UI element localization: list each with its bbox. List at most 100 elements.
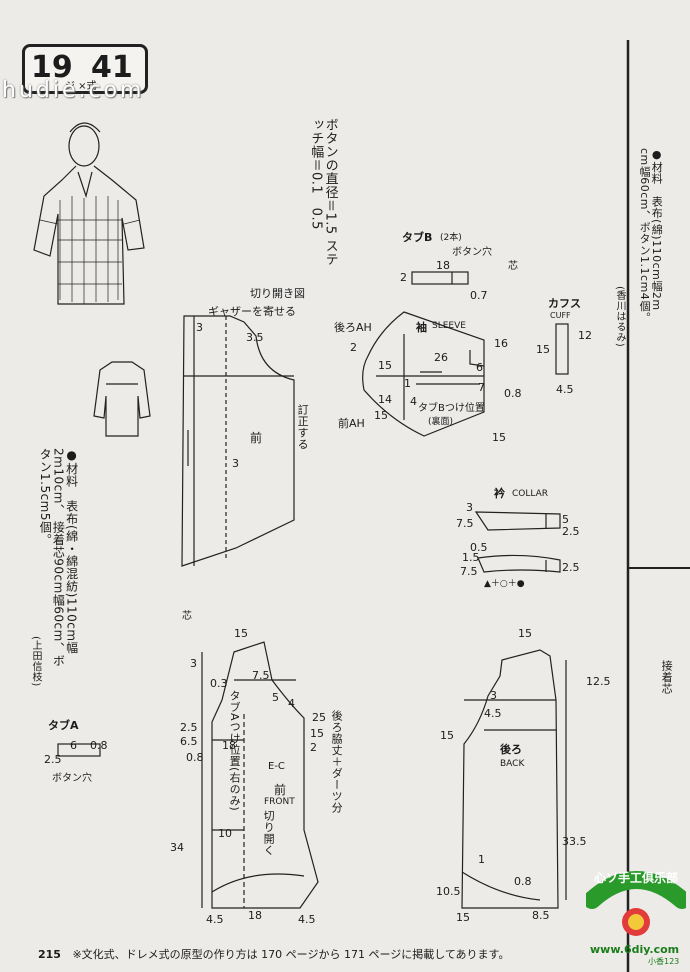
footer: 215 ※文化式、ドレメ式の原型の作り方は 170 ページから 171 ページに… bbox=[38, 946, 509, 962]
side-mark: E-C bbox=[268, 761, 285, 772]
dim: 2.5 bbox=[180, 721, 198, 734]
dim: 1 bbox=[478, 853, 485, 866]
footer-note: ※文化式、ドレメ式の原型の作り方は 170 ページから 171 ページに掲載して… bbox=[72, 948, 510, 961]
dim: 26 bbox=[434, 351, 448, 364]
cuff-label-en: CUFF bbox=[550, 311, 571, 320]
tab-a-position-label: タブAつけ位置(右のみ) bbox=[228, 690, 242, 812]
front-armhole-label: 前AH bbox=[338, 417, 365, 430]
sleeve-label: 袖 bbox=[416, 321, 427, 334]
button-hole-label: ボタン穴 bbox=[452, 247, 492, 258]
logo-chars: 心ソ手工俱乐部 bbox=[594, 871, 679, 885]
dim: 0.7 bbox=[470, 289, 488, 302]
watermark-text: hudie.com bbox=[2, 78, 145, 103]
dim: 15 bbox=[492, 431, 506, 444]
materials-note: ●材料 表布(綿・綿混紡)110cm幅2m10cm、 接着芯90cm幅60cm、… bbox=[38, 448, 79, 667]
dim: 0.8 bbox=[186, 751, 204, 764]
dim: 15 bbox=[378, 359, 392, 372]
dim: 3.5 bbox=[246, 331, 264, 344]
dim: 7.5 bbox=[460, 565, 478, 578]
slash-open-label: 切り開く bbox=[262, 810, 276, 856]
dim: 15 bbox=[234, 627, 248, 640]
dim: 10 bbox=[218, 827, 232, 840]
dim: 4.5 bbox=[206, 913, 224, 926]
tab-b-position-sub: (裏面) bbox=[428, 417, 454, 427]
back-side-label: 後ろ脇丈＋ダーツ分 bbox=[330, 710, 344, 814]
dim: 12.5 bbox=[586, 675, 611, 688]
back-armhole-label: 後ろAH bbox=[334, 321, 372, 334]
back-bodice-label: 後ろ bbox=[500, 743, 522, 756]
dim: 10.5 bbox=[436, 885, 461, 898]
dim: 2.5 bbox=[562, 561, 580, 574]
dim: 1 bbox=[404, 377, 411, 390]
tab-a-title: タブA bbox=[48, 719, 79, 732]
tab-a-pattern bbox=[57, 743, 101, 757]
dim: 7.5 bbox=[456, 517, 474, 530]
logo-site: www.6diy.com bbox=[590, 943, 680, 956]
dim: 33.5 bbox=[562, 835, 587, 848]
sleeve-label-en: SLEEVE bbox=[432, 321, 466, 331]
dim: 3 bbox=[232, 457, 239, 470]
logo-graphic bbox=[583, 871, 690, 936]
site-logo: 心ソ手工俱乐部 www.6diy.com 小香123 bbox=[583, 860, 690, 968]
tab-b-position-label: タブBつけ位置 bbox=[418, 403, 485, 414]
gather-label: ギャザーを寄せる bbox=[208, 305, 296, 318]
dim: 0.8 bbox=[90, 739, 108, 752]
dim: 2 bbox=[400, 271, 407, 284]
sleeve-pattern bbox=[362, 311, 485, 437]
front-slash-pattern bbox=[181, 315, 295, 567]
dim: 4.5 bbox=[298, 913, 316, 926]
dim: 15 bbox=[440, 729, 454, 742]
front-bodice-label: 前 bbox=[274, 783, 287, 797]
dim: 4 bbox=[410, 395, 417, 408]
dim: 5 bbox=[562, 513, 569, 526]
collar-pattern bbox=[474, 511, 561, 573]
badge-number-right: 41 bbox=[91, 50, 133, 85]
tab-b-pattern bbox=[411, 271, 469, 285]
correct-label: 訂正する bbox=[296, 404, 310, 450]
dim: 15 bbox=[310, 727, 324, 740]
dim: 3 bbox=[190, 657, 197, 670]
right-credit: (香川はるみ) bbox=[614, 286, 625, 348]
front-bodice-pattern bbox=[201, 641, 319, 909]
dim: 0.3 bbox=[210, 677, 228, 690]
slash-title: 切り開き図 bbox=[250, 287, 305, 300]
dim: 3 bbox=[490, 689, 497, 702]
cuff-pattern bbox=[555, 323, 569, 375]
dim: 15 bbox=[536, 343, 550, 356]
dim: 34 bbox=[170, 841, 184, 854]
pattern-number-badge: 19 41 ジ ×式 bbox=[22, 44, 148, 94]
dim: 15 bbox=[518, 627, 532, 640]
collar-mark: ▲＋○＋● bbox=[484, 579, 525, 589]
dim: 18 bbox=[222, 739, 236, 752]
dim: 2 bbox=[350, 341, 357, 354]
dim: 12 bbox=[578, 329, 592, 342]
dim: 2 bbox=[310, 741, 317, 754]
dim: 0.5 bbox=[470, 541, 488, 554]
collar-label: 衿 bbox=[494, 487, 505, 500]
dim: 7.5 bbox=[252, 669, 270, 682]
right-materials-note: ●材料 表布(綿)110cm幅2m cm幅60cm、ボタン1.1cm4個。 bbox=[638, 148, 664, 324]
dim: 4 bbox=[288, 697, 295, 710]
dim: 5 bbox=[272, 691, 279, 704]
front-label: 前 bbox=[250, 431, 263, 445]
tab-b-count: (2本) bbox=[440, 233, 462, 243]
dim: 0.8 bbox=[504, 387, 522, 400]
dim: 3 bbox=[466, 501, 473, 514]
dim: 4.5 bbox=[484, 707, 502, 720]
dim: 25 bbox=[312, 711, 326, 724]
tab-a-button-hole: ボタン穴 bbox=[52, 773, 92, 784]
back-bodice-label-en: BACK bbox=[500, 759, 525, 769]
dim: 8.5 bbox=[532, 909, 550, 922]
dim: 0.8 bbox=[514, 875, 532, 888]
materials-credit: (上田信枝) bbox=[30, 636, 41, 687]
back-view-illustration bbox=[93, 361, 151, 437]
dim: 2.5 bbox=[44, 753, 62, 766]
dim: 15 bbox=[374, 409, 388, 422]
page-number: 215 bbox=[38, 948, 61, 961]
interfacing-mark: 芯 bbox=[508, 261, 518, 272]
badge-sub: ジ ×式 bbox=[65, 81, 97, 92]
dim: 6 bbox=[476, 361, 483, 374]
badge-number-left: 19 bbox=[31, 50, 73, 85]
dim: 4.5 bbox=[556, 383, 574, 396]
